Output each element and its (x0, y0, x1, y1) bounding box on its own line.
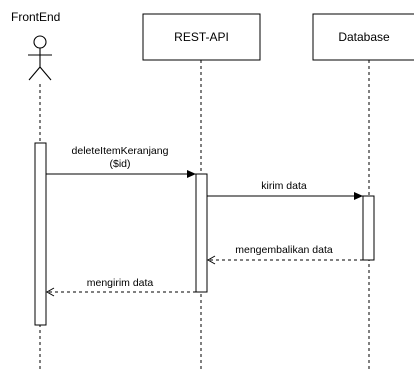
message-mengirim-data: mengirim data (45, 277, 196, 297)
rest-api-participant: REST-API (142, 13, 261, 369)
database-box (312, 13, 414, 61)
database-label: Database (338, 30, 390, 44)
rest-api-activation-bar (195, 173, 208, 293)
database-participant: Database (312, 13, 414, 369)
message-delete-item: deleteItemKeranjang ($id) (46, 145, 196, 178)
message-delete-item-label-line2: ($id) (109, 158, 130, 170)
frontend-participant: FrontEnd (11, 10, 60, 369)
rest-api-label: REST-API (174, 30, 229, 44)
actor-icon (28, 35, 52, 81)
message-mengembalikan-data-label: mengembalikan data (235, 244, 333, 256)
frontend-label: FrontEnd (11, 10, 60, 24)
database-activation-bar (362, 195, 375, 261)
message-delete-item-label-line1: deleteItemKeranjang (72, 145, 169, 157)
message-mengirim-data-label: mengirim data (87, 277, 154, 289)
message-kirim-data-label: kirim data (261, 180, 307, 192)
message-mengembalikan-data: mengembalikan data (206, 244, 363, 265)
frontend-activation-bar (34, 142, 47, 326)
message-kirim-data: kirim data (207, 180, 363, 200)
